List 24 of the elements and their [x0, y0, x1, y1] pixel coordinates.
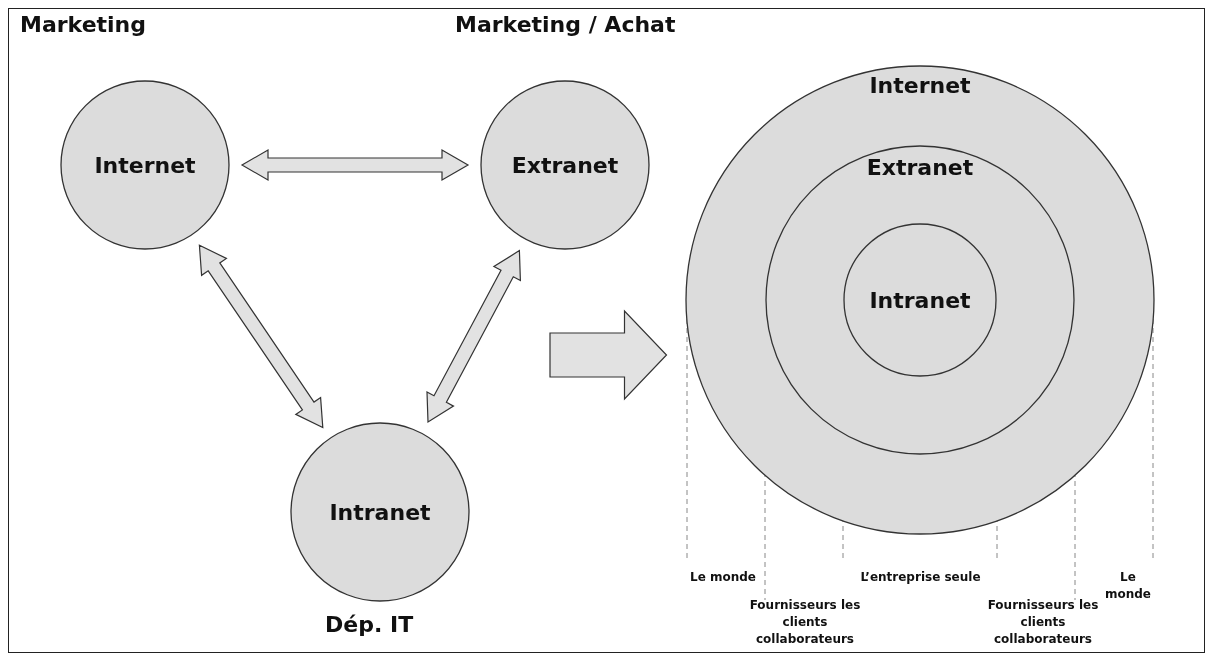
circle-node: [685, 65, 1155, 535]
node-caption: Marketing / Achat: [455, 12, 676, 37]
scope-label: Le monde: [689, 569, 757, 586]
scope-label: Fournisseurs les clients collaborateurs: [748, 597, 862, 648]
node-label: Extranet: [511, 152, 619, 178]
double-block-arrow: [426, 249, 522, 424]
circle-node: [765, 145, 1075, 455]
circle-node: [290, 422, 470, 602]
node-label: Extranet: [866, 155, 974, 180]
node-label: Intranet: [869, 287, 971, 313]
node-label: Internet: [869, 73, 971, 98]
scope-label: Fournisseurs les clients collaborateurs: [986, 597, 1100, 648]
node-label: Internet: [94, 152, 196, 178]
node-caption: Marketing: [20, 12, 147, 37]
double-block-arrow: [198, 244, 324, 429]
block-arrow: [549, 309, 668, 401]
double-block-arrow: [240, 148, 470, 182]
circle-node: [60, 80, 230, 250]
circle-node: [480, 80, 650, 250]
node-caption: Dép. IT: [325, 612, 414, 637]
circle-node: [843, 223, 997, 377]
scope-label: Le monde: [1104, 569, 1152, 603]
scope-label: L’entreprise seule: [859, 569, 982, 586]
node-label: Intranet: [329, 499, 431, 525]
